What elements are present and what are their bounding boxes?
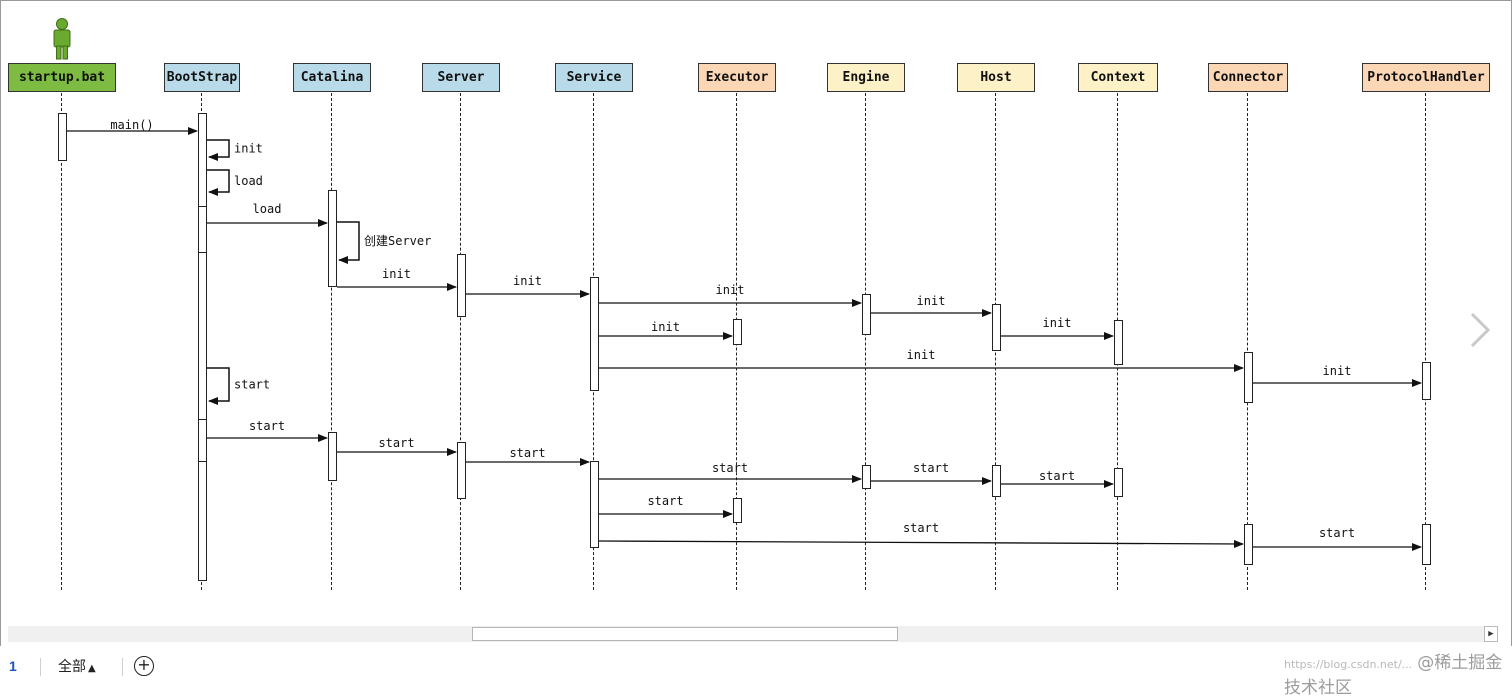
message-label: init xyxy=(651,320,680,334)
message-label: load xyxy=(234,174,263,188)
message-label: start xyxy=(1039,469,1075,483)
activation-protocolhandler xyxy=(1421,362,1431,400)
caret-up-icon: ▲ xyxy=(88,663,96,674)
activation-catalina xyxy=(327,432,337,481)
message-label: main() xyxy=(110,118,153,132)
activation-protocolhandler xyxy=(1421,524,1431,565)
page-number[interactable]: 1 xyxy=(9,658,17,674)
message-label: init xyxy=(917,294,946,308)
message-label: start xyxy=(903,521,939,535)
message-label: start xyxy=(647,494,683,508)
message-label: start xyxy=(1319,526,1355,540)
message-label: init xyxy=(716,283,745,297)
lifeline-protocolhandler xyxy=(1425,93,1426,590)
activation-executor xyxy=(732,498,742,523)
message-label: start xyxy=(509,446,545,460)
message-label: start xyxy=(234,378,270,392)
message-label: init xyxy=(513,274,542,288)
participant-protocolhandler: ProtocolHandler xyxy=(1362,63,1490,92)
participant-engine: Engine xyxy=(827,63,905,92)
activation-context xyxy=(1113,320,1123,365)
activation-executor xyxy=(732,319,742,345)
activation-bootstrap xyxy=(197,419,207,462)
participant-executor: Executor xyxy=(698,63,776,92)
bottom-bar: 1 全部▲ + https://blog.csdn.net/... @稀土掘金技… xyxy=(0,646,1512,698)
all-pages-tab[interactable]: 全部▲ xyxy=(58,656,96,676)
participant-service: Service xyxy=(555,63,633,92)
message-label: init xyxy=(907,348,936,362)
watermark: https://blog.csdn.net/... @稀土掘金技术社区 xyxy=(1284,648,1512,698)
message-label: init xyxy=(382,267,411,281)
scroll-right-icon[interactable]: ▶ xyxy=(1484,626,1498,642)
divider xyxy=(40,658,41,676)
all-tab-label: 全部 xyxy=(58,659,86,675)
message-label: start xyxy=(712,461,748,475)
activation-engine xyxy=(861,294,871,335)
scrollbar-thumb[interactable] xyxy=(472,627,898,641)
watermark-url: https://blog.csdn.net/... xyxy=(1284,658,1413,671)
self-message-arrow xyxy=(337,221,360,264)
activation-connector xyxy=(1243,524,1253,565)
lifeline-startup xyxy=(61,93,62,590)
message-layer: main() init load load 创建Server init init init in… xyxy=(67,118,1422,551)
message-label: init xyxy=(1323,364,1352,378)
activation-server xyxy=(456,442,466,499)
self-message-arrow xyxy=(207,367,230,405)
activation-service xyxy=(589,277,599,391)
activation-host xyxy=(991,304,1001,351)
message-label: init xyxy=(234,142,263,156)
activation-bootstrap xyxy=(197,113,207,581)
participant-catalina: Catalina xyxy=(293,63,371,92)
activation-catalina xyxy=(327,190,337,287)
self-message-arrow xyxy=(207,139,230,161)
activation-host xyxy=(991,465,1001,497)
activation-startup xyxy=(57,113,67,161)
message-label: start xyxy=(913,461,949,475)
message-label: init xyxy=(1043,316,1072,330)
lifeline-engine xyxy=(865,93,866,590)
message-label: load xyxy=(253,202,282,216)
participant-host: Host xyxy=(957,63,1035,92)
sequence-diagram: startup.bat BootStrap Catalina Server Servic… xyxy=(8,63,1490,590)
participant-startup: startup.bat xyxy=(8,63,116,92)
activation-context xyxy=(1113,468,1123,497)
activation-server xyxy=(456,254,466,317)
participant-server: Server xyxy=(422,63,500,92)
actor-icon xyxy=(53,18,71,60)
message-arrow xyxy=(598,539,1244,548)
lifeline-server xyxy=(460,93,461,590)
participant-connector: Connector xyxy=(1208,63,1288,92)
activation-connector xyxy=(1243,352,1253,403)
next-page-chevron-icon[interactable] xyxy=(1464,310,1494,350)
activation-service xyxy=(589,461,599,548)
lifeline-catalina xyxy=(331,93,332,590)
horizontal-scrollbar[interactable]: ▶ xyxy=(8,626,1498,642)
divider xyxy=(122,658,123,676)
self-message-arrow xyxy=(207,169,230,196)
activation-engine xyxy=(861,465,871,489)
participant-context: Context xyxy=(1078,63,1158,92)
message-label: 创建Server xyxy=(364,234,431,248)
participant-bootstrap: BootStrap xyxy=(164,63,240,92)
add-page-icon[interactable]: + xyxy=(134,656,154,676)
message-label: start xyxy=(249,419,285,433)
activation-bootstrap xyxy=(197,206,207,253)
message-label: start xyxy=(378,436,414,450)
lifeline-connector xyxy=(1247,93,1248,590)
